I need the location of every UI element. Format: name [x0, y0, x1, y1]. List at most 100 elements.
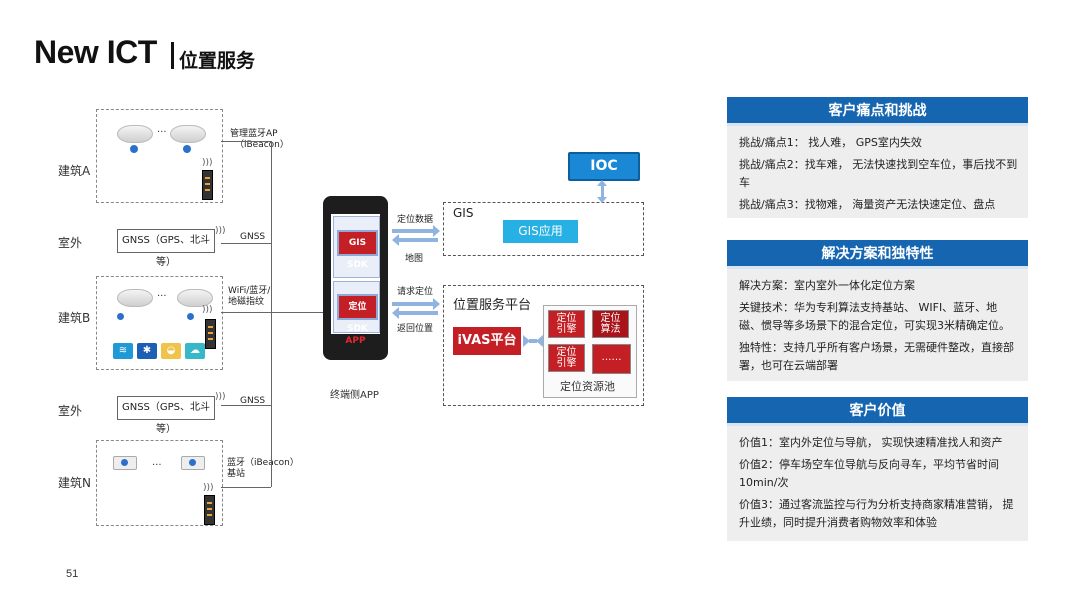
ivas-block: iVAS平台 [453, 327, 521, 355]
panel-item: 解决方案：室内室外一体化定位方案 [739, 279, 915, 292]
ap-sub-label: （iBeacon） [235, 140, 289, 150]
bluetooth-icon [187, 313, 194, 320]
arrow-left [392, 307, 438, 319]
panel-title: 解决方案和独特性 [727, 240, 1028, 269]
panel-pain-points: 客户痛点和挑战 挑战/痛点1： 找人难， GPS室内失效 挑战/痛点2：找车难，… [727, 97, 1028, 218]
beacon-icon [181, 456, 205, 470]
gnss-link-label-2: GNSS [240, 396, 266, 406]
page-subtitle: 位置服务 [179, 50, 256, 72]
connector-line [221, 312, 333, 313]
bluetooth-icon [183, 145, 191, 153]
panel-item: 价值3：通过客流监控与行为分析支持商家精准营销， 提升业绩，同时提升消费者购物效… [739, 498, 1014, 529]
ellipsis: ... [157, 124, 167, 135]
loc-sdk-block: 定位SDK [337, 294, 378, 334]
connector-line [221, 141, 271, 142]
panel-item: 独特性：支持几乎所有客户场景，无需硬件整改，直接部署，也可在云端部署 [739, 341, 1014, 372]
ioc-block: IOC [568, 152, 640, 181]
outdoor-2-label: 室外 [58, 404, 83, 418]
building-b-box: ... ))) ≋ ✱ ◒ ☁ [96, 276, 223, 370]
connector-line [221, 243, 271, 244]
gateway-icon [204, 495, 215, 525]
building-a-label: 建筑A [58, 164, 91, 178]
phone-caption: 终端侧APP [330, 390, 379, 401]
platform-title: 位置服务平台 [453, 298, 532, 313]
gnss-link-label-1: GNSS [240, 232, 266, 242]
wifi-signal-icon: ))) [202, 305, 213, 315]
ap-device-icon [117, 125, 153, 143]
panel-title: 客户痛点和挑战 [727, 97, 1028, 126]
building-a-ap-label: 管理蓝牙AP （iBeacon） [230, 129, 289, 151]
engine-block: 定位 引擎 [548, 344, 585, 372]
ap-label: 管理蓝牙AP [230, 129, 278, 139]
ap-sub-label: 基站 [227, 469, 246, 479]
gnss-box-1: GNSS（GPS、北斗等） [117, 229, 215, 268]
arrow-up-icon [597, 180, 607, 186]
ap-sub-label: 地磁指纹 [228, 297, 265, 307]
connector-line [221, 487, 271, 488]
panel-item: 关键技术：华为专利算法支持基站、 WIFI、蓝牙、地磁、惯导等多场景下的混合定位… [739, 301, 1010, 332]
panel-title: 客户价值 [727, 397, 1028, 426]
ap-label: 蓝牙（iBeacon） [227, 458, 299, 468]
bidirectional-arrow [523, 335, 543, 347]
panel-body: 解决方案：室内室外一体化定位方案 关键技术：华为专利算法支持基站、 WIFI、蓝… [727, 269, 1028, 381]
cloud-tile-icon: ☁ [185, 343, 205, 359]
gis-app-block: GIS应用 [503, 220, 578, 243]
outdoor-1-label: 室外 [58, 236, 83, 250]
building-n-box: ... ))) [96, 440, 223, 526]
title-divider [171, 42, 174, 69]
bluetooth-icon [117, 313, 124, 320]
arrow-label-request: 请求定位 [397, 287, 434, 297]
wifi-signal-icon: ))) [215, 392, 226, 402]
engine-more-block: …… [592, 344, 631, 374]
engine-block: 定位 引擎 [548, 310, 585, 338]
page-number: 51 [66, 568, 79, 580]
panel-item: 挑战/痛点1： 找人难， GPS室内失效 [739, 136, 922, 149]
panel-solution: 解决方案和独特性 解决方案：室内室外一体化定位方案 关键技术：华为专利算法支持基… [727, 240, 1028, 381]
wifi-signal-icon: ))) [203, 483, 214, 493]
gateway-icon [202, 170, 213, 200]
arrow-label-loc-data: 定位数据 [397, 215, 434, 225]
arrow-left [392, 234, 438, 246]
arrow-right [392, 298, 440, 310]
arrow-right [392, 225, 440, 237]
resource-pool-label: 定位资源池 [560, 380, 615, 393]
ap-device-icon [117, 289, 153, 307]
ioc-arrow [601, 182, 604, 199]
panel-item: 价值2：停车场空车位导航与反向寻车，平均节省时间10min/次 [739, 458, 999, 489]
panel-body: 挑战/痛点1： 找人难， GPS室内失效 挑战/痛点2：找车难， 无法快速找到空… [727, 126, 1028, 218]
gis-sdk-block: GIS SDK [337, 230, 378, 270]
bluetooth-tile-icon: ✱ [137, 343, 157, 359]
panel-item: 挑战/痛点2：找车难， 无法快速找到空车位，事后找不到车 [739, 158, 1018, 189]
building-b-label: 建筑B [58, 311, 91, 325]
gateway-icon [205, 319, 216, 349]
gis-zone-title: GIS [453, 206, 474, 220]
panel-item: 挑战/痛点3：找物难， 海量资产无法快速定位、盘点 [739, 198, 996, 211]
wifi-tile-icon: ≋ [113, 343, 133, 359]
bluetooth-icon [130, 145, 138, 153]
building-a-box: ... ))) [96, 109, 223, 203]
platform-zone [443, 285, 644, 406]
wifi-signal-icon: ))) [202, 158, 213, 168]
building-b-ap-label: WiFi/蓝牙/ 地磁指纹 [228, 286, 270, 308]
arrow-label-return: 返回位置 [397, 324, 434, 334]
ap-device-icon [170, 125, 206, 143]
ap-device-icon [177, 289, 213, 307]
wifi-signal-icon: ))) [215, 226, 226, 236]
arrow-label-map: 地图 [405, 254, 424, 264]
ellipsis: ... [152, 457, 162, 468]
building-n-label: 建筑N [58, 476, 91, 490]
arrow-down-icon [597, 197, 607, 203]
magnet-tile-icon: ◒ [161, 343, 181, 359]
ellipsis: ... [157, 288, 167, 299]
connector-line [221, 405, 271, 406]
algorithm-block: 定位 算法 [592, 310, 629, 338]
panel-value: 客户价值 价值1：室内外定位与导航， 实现快速精准找人和资产 价值2：停车场空车… [727, 397, 1028, 541]
beacon-icon [113, 456, 137, 470]
panel-body: 价值1：室内外定位与导航， 实现快速精准找人和资产 价值2：停车场空车位导航与反… [727, 426, 1028, 541]
page-title: New ICT [34, 34, 157, 70]
trunk-line [271, 141, 272, 487]
gnss-box-2: GNSS（GPS、北斗等） [117, 396, 215, 435]
building-n-ap-label: 蓝牙（iBeacon） 基站 [227, 458, 299, 480]
app-label: APP [345, 336, 366, 346]
gis-zone [443, 202, 644, 256]
